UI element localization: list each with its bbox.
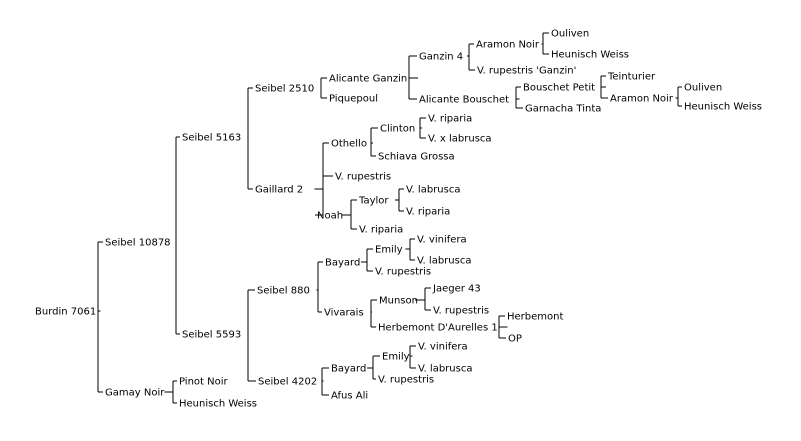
- variety-label: Othello: [331, 139, 367, 150]
- variety-label: Seibel 5593: [182, 330, 241, 341]
- variety-label: Clinton: [380, 124, 415, 135]
- variety-label: Heunisch Weiss: [551, 50, 629, 61]
- variety-label: Burdin 7061: [35, 307, 96, 318]
- variety-label: V. labrusca: [406, 185, 460, 196]
- variety-label: Seibel 880: [257, 286, 310, 297]
- variety-label: Gamay Noir: [105, 388, 165, 399]
- variety-label: Ouliven: [551, 29, 589, 40]
- variety-label: V. labrusca: [417, 256, 471, 267]
- variety-label: Garnacha Tinta: [525, 104, 601, 115]
- variety-label: Seibel 2510: [255, 84, 314, 95]
- variety-label: V. rupestris: [433, 306, 489, 317]
- variety-label: Ganzin 4: [419, 52, 463, 63]
- variety-label: Ouliven: [684, 83, 722, 94]
- variety-label: Heunisch Weiss: [179, 399, 257, 410]
- variety-label: Aramon Noir: [610, 94, 674, 105]
- variety-label: OP: [508, 334, 522, 345]
- variety-label: Seibel 5163: [182, 133, 241, 144]
- variety-label: V. riparia: [428, 114, 472, 125]
- variety-label: Noah: [317, 211, 343, 222]
- variety-label: Seibel 4202: [258, 377, 317, 388]
- variety-label: Seibel 10878: [105, 238, 171, 249]
- variety-label: Vivarais: [324, 308, 364, 319]
- variety-label: V. vinifera: [418, 342, 468, 353]
- variety-label: V. rupestris: [378, 375, 434, 386]
- variety-label: Herbemont D'Aurelles 1: [378, 323, 498, 334]
- variety-label: Herbemont: [507, 312, 563, 323]
- variety-label: V. riparia: [406, 207, 450, 218]
- variety-label: Aramon Noir: [476, 40, 540, 51]
- variety-label: V. vinifera: [417, 235, 467, 246]
- variety-label: Bayard: [325, 258, 360, 269]
- variety-label: Heunisch Weiss: [684, 102, 762, 113]
- variety-label: Bouschet Petit: [523, 83, 595, 94]
- variety-label: Alicante Ganzin: [329, 74, 407, 85]
- variety-label: Gaillard 2: [255, 185, 303, 196]
- variety-label: Bayard: [331, 364, 366, 375]
- variety-label: Pinot Noir: [179, 377, 229, 388]
- variety-label: Piquepoul: [329, 94, 378, 105]
- variety-label: Emily: [375, 245, 403, 256]
- variety-label: Teinturier: [607, 72, 656, 83]
- variety-label: V. rupestris: [375, 267, 431, 278]
- variety-label: Emily: [382, 352, 410, 363]
- variety-label: V. rupestris 'Ganzin': [477, 66, 576, 77]
- variety-label: V. rupestris: [335, 172, 391, 183]
- variety-label: Afus Ali: [331, 391, 368, 402]
- variety-label: Munson: [379, 296, 418, 307]
- variety-label: Jaeger 43: [432, 284, 481, 295]
- variety-label: V. riparia: [359, 225, 403, 236]
- variety-label: Alicante Bouschet: [419, 95, 509, 106]
- variety-label: Taylor: [358, 196, 389, 207]
- variety-label: V. x labrusca: [428, 134, 492, 145]
- variety-label: V. labrusca: [418, 364, 472, 375]
- variety-label: Schiava Grossa: [378, 152, 455, 163]
